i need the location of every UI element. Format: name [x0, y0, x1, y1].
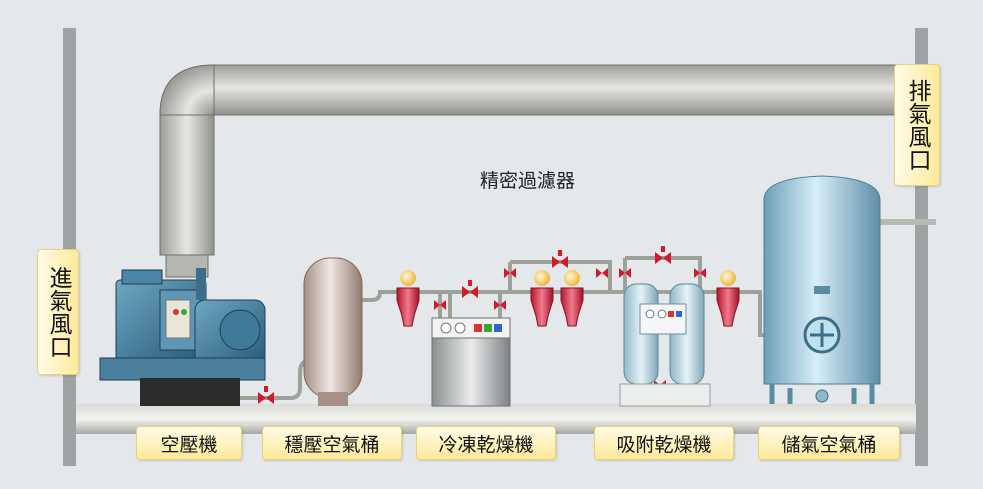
compressor-machine	[99, 268, 266, 406]
valve-1	[258, 386, 274, 404]
storage-tank	[763, 175, 881, 404]
valve-9	[655, 246, 671, 264]
filter-1	[396, 270, 420, 327]
intake-label: 進氣風口	[37, 249, 79, 375]
filter-3	[560, 270, 584, 327]
adsorption-dryer	[619, 283, 711, 407]
buffer-tank-label: 穩壓空氣桶	[262, 426, 402, 460]
buffer-tank	[303, 257, 363, 406]
valves	[258, 246, 706, 404]
refrigerated-dryer	[431, 317, 511, 407]
valve-5	[504, 268, 516, 278]
refrigerated-dryer-label: 冷凍乾燥機	[416, 426, 556, 460]
storage-tank-label: 儲氣空氣桶	[758, 426, 900, 460]
valve-7	[596, 268, 608, 278]
compressor-label: 空壓機	[136, 426, 242, 460]
filter-title: 精密過濾器	[480, 170, 576, 192]
adsorption-dryer-label: 吸附乾燥機	[594, 426, 734, 460]
filter-2	[530, 270, 554, 327]
filter-4	[716, 270, 740, 327]
valve-6	[552, 250, 568, 268]
exhaust-duct	[159, 64, 917, 278]
valve-4	[494, 300, 506, 310]
exhaust-label: 排氣風口	[894, 64, 940, 186]
left-wall	[63, 28, 76, 466]
valve-10	[694, 268, 706, 278]
valve-8	[619, 268, 631, 278]
valve-2	[462, 280, 478, 298]
valve-3	[434, 300, 446, 310]
